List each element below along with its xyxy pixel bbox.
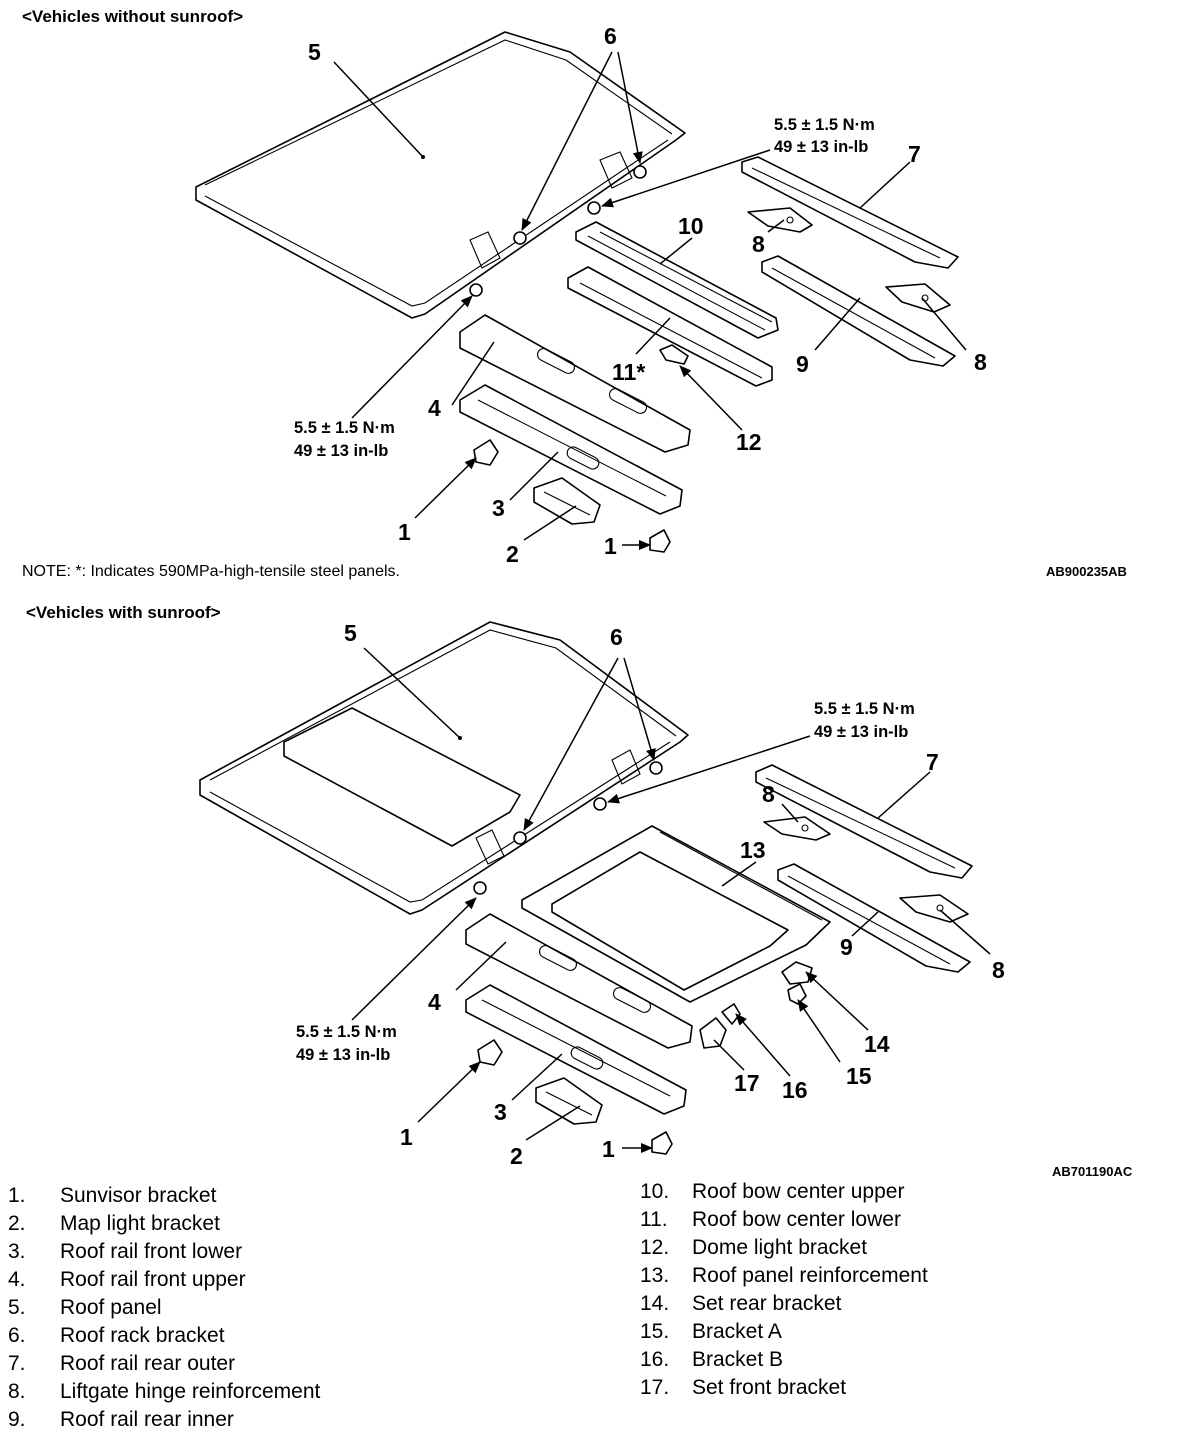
callout: 4 xyxy=(428,395,441,421)
dome-light-bracket-drawing xyxy=(659,344,689,365)
legend-left: 1.Sunvisor bracket 2.Map light bracket 3… xyxy=(8,1182,320,1434)
callout: 3 xyxy=(494,1099,507,1125)
diagram-without-sunroof: <Vehicles without sunroof> xyxy=(22,7,1127,580)
callout: 14 xyxy=(864,1031,890,1057)
callout: 12 xyxy=(736,429,762,455)
roof-bow-center-upper-drawing xyxy=(575,221,779,339)
exploded-diagrams: <Vehicles without sunroof> xyxy=(22,7,1133,1179)
callout: 1 xyxy=(604,533,617,559)
callout: 15 xyxy=(846,1063,872,1089)
set-front-bracket-drawing xyxy=(699,1017,727,1049)
sunvisor-bracket-drawing-b xyxy=(651,1131,673,1155)
callout: 9 xyxy=(796,351,809,377)
torque-spec-nm: 5.5 ± 1.5 N·m xyxy=(294,419,395,437)
legend-item: 12.Dome light bracket xyxy=(640,1236,868,1259)
torque-spec-nm: 5.5 ± 1.5 N·m xyxy=(814,700,915,718)
callout: 8 xyxy=(752,231,765,257)
callout: 3 xyxy=(492,495,505,521)
callout: 1 xyxy=(602,1136,615,1162)
callout: 13 xyxy=(740,837,766,863)
bracket-b-drawing xyxy=(721,1003,741,1025)
callout: 7 xyxy=(926,749,939,775)
legend-item: 6.Roof rack bracket xyxy=(8,1324,225,1347)
legend-item: 9.Roof rail rear inner xyxy=(8,1408,234,1431)
figure-code: AB701190AC xyxy=(1052,1164,1133,1179)
liftgate-hinge-reinforcement-drawing-b xyxy=(899,894,969,923)
map-light-bracket-drawing xyxy=(535,1077,603,1125)
torque-spec-inlb: 49 ± 13 in-lb xyxy=(294,442,388,460)
sunvisor-bracket-drawing-b xyxy=(649,529,671,553)
callout: 5 xyxy=(308,39,321,65)
callout: 8 xyxy=(762,781,775,807)
legend-item: 15.Bracket A xyxy=(640,1320,782,1343)
roof-rail-front-lower-drawing xyxy=(465,984,687,1115)
callout: 2 xyxy=(506,541,519,567)
callout: 4 xyxy=(428,989,441,1015)
liftgate-hinge-reinforcement-drawing-a xyxy=(763,816,831,841)
callout: 8 xyxy=(992,957,1005,983)
callout: 9 xyxy=(840,934,853,960)
legend-item: 4.Roof rail front upper xyxy=(8,1268,246,1291)
roof-rail-front-upper-drawing xyxy=(459,314,691,453)
legend-item: 3.Roof rail front lower xyxy=(8,1240,243,1263)
liftgate-hinge-reinforcement-drawing-a xyxy=(747,207,813,233)
legend-item: 14.Set rear bracket xyxy=(640,1292,842,1315)
callout: 7 xyxy=(908,141,921,167)
figure-code: AB900235AB xyxy=(1046,564,1127,579)
roof-panel-drawing xyxy=(199,621,689,915)
callout: 2 xyxy=(510,1143,523,1169)
callout: 1 xyxy=(398,519,411,545)
legend-item: 2.Map light bracket xyxy=(8,1212,220,1235)
torque-spec-nm: 5.5 ± 1.5 N·m xyxy=(774,116,875,134)
callout: 8 xyxy=(974,349,987,375)
torque-spec-inlb: 49 ± 13 in-lb xyxy=(814,723,908,741)
legend-right: 10.Roof bow center upper 11.Roof bow cen… xyxy=(640,1178,928,1402)
legend-item: 11.Roof bow center lower xyxy=(640,1208,901,1231)
liftgate-hinge-reinforcement-drawing-b xyxy=(885,283,951,313)
callout: 16 xyxy=(782,1077,808,1103)
legend-item: 5.Roof panel xyxy=(8,1296,162,1319)
legend-item: 13.Roof panel reinforcement xyxy=(640,1264,928,1287)
roof-rail-rear-inner-drawing xyxy=(761,255,956,367)
roof-rail-rear-outer-drawing xyxy=(755,764,973,879)
heading-without-sunroof: <Vehicles without sunroof> xyxy=(22,7,243,26)
sunvisor-bracket-drawing-a xyxy=(477,1039,503,1066)
legend-item: 17.Set front bracket xyxy=(640,1376,847,1399)
heading-with-sunroof: <Vehicles with sunroof> xyxy=(26,603,221,622)
callout: 6 xyxy=(610,624,623,650)
roof-rail-rear-outer-drawing xyxy=(741,156,959,269)
callout: 1 xyxy=(400,1124,413,1150)
legend-item: 16.Bracket B xyxy=(640,1348,784,1371)
roof-rail-front-upper-drawing xyxy=(465,913,693,1049)
roof-rail-front-lower-drawing xyxy=(459,384,683,515)
roof-panel-reinforcement-drawing xyxy=(521,825,831,1003)
torque-spec-inlb: 49 ± 13 in-lb xyxy=(296,1046,390,1064)
callout: 5 xyxy=(344,620,357,646)
diagram-with-sunroof: <Vehicles with sunroof> xyxy=(26,603,1133,1179)
torque-spec-nm: 5.5 ± 1.5 N·m xyxy=(296,1023,397,1041)
legend-item: 7.Roof rail rear outer xyxy=(8,1352,236,1375)
roof-panel-drawing xyxy=(195,31,686,319)
callout: 10 xyxy=(678,213,704,239)
torque-spec-inlb: 49 ± 13 in-lb xyxy=(774,138,868,156)
map-light-bracket-drawing xyxy=(533,477,601,525)
callout: 6 xyxy=(604,23,617,49)
callout: 17 xyxy=(734,1070,760,1096)
legend-item: 8.Liftgate hinge reinforcement xyxy=(8,1380,321,1403)
callout: 11* xyxy=(612,359,645,385)
steel-note: NOTE: *: Indicates 590MPa-high-tensile s… xyxy=(22,563,400,580)
roof-bow-center-lower-drawing xyxy=(567,266,773,387)
bracket-a-drawing xyxy=(787,983,807,1005)
legend-item: 1.Sunvisor bracket xyxy=(8,1184,217,1207)
sunvisor-bracket-drawing-a xyxy=(473,439,499,466)
legend-item: 10.Roof bow center upper xyxy=(640,1180,905,1203)
